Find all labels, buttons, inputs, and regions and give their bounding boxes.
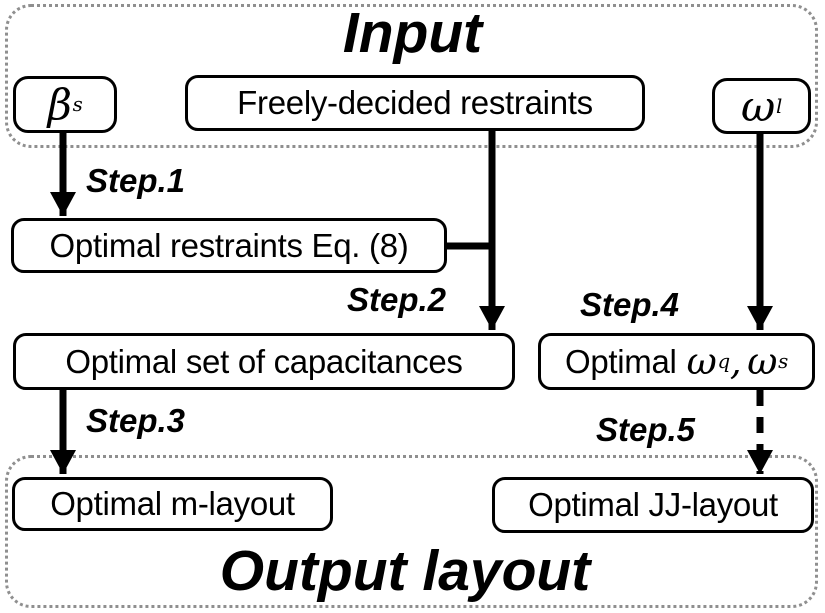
node-optimal-m-layout: Optimal m-layout	[12, 477, 333, 531]
input-section-title: Input	[342, 1, 483, 65]
omega-s-symbol: ω	[747, 340, 778, 383]
optimal-m-layout-label: Optimal m-layout	[50, 485, 295, 522]
freely-decided-restraints-label: Freely-decided restraints	[237, 84, 593, 121]
node-optimal-jj-layout: Optimal JJ-layout	[492, 477, 814, 533]
node-optimal-restraints: Optimal restraints Eq. (8)	[11, 218, 447, 273]
step5-label: Step.5	[596, 411, 696, 448]
optimal-omegas-prefix: Optimal	[564, 342, 677, 380]
input-section-container	[5, 4, 818, 148]
optimal-restraints-label: Optimal restraints Eq. (8)	[49, 226, 409, 264]
step1-label: Step.1	[86, 162, 186, 199]
optimal-jj-layout-label: Optimal JJ-layout	[528, 486, 778, 523]
omega-s-subscript: s	[778, 350, 789, 373]
omega-separator: ,	[729, 340, 742, 383]
omega-q-symbol: ω	[686, 340, 717, 383]
node-optimal-capacitances: Optimal set of capacitances	[13, 333, 515, 390]
output-section-container	[5, 455, 818, 608]
node-freely-decided-restraints: Freely-decided restraints	[185, 75, 645, 131]
step4-label: Step.4	[580, 286, 680, 323]
step2-label: Step.2	[347, 281, 447, 318]
omega-l-subscript: l	[775, 94, 782, 118]
omega-q-subscript: q	[717, 350, 730, 373]
omega-l-symbol: ω	[741, 81, 775, 131]
output-section-title: Output layout	[219, 539, 591, 603]
beta-subscript: s	[72, 93, 83, 116]
optimal-capacitances-label: Optimal set of capacitances	[65, 342, 463, 380]
step3-label: Step.3	[86, 402, 186, 439]
beta-symbol: β	[47, 80, 72, 129]
